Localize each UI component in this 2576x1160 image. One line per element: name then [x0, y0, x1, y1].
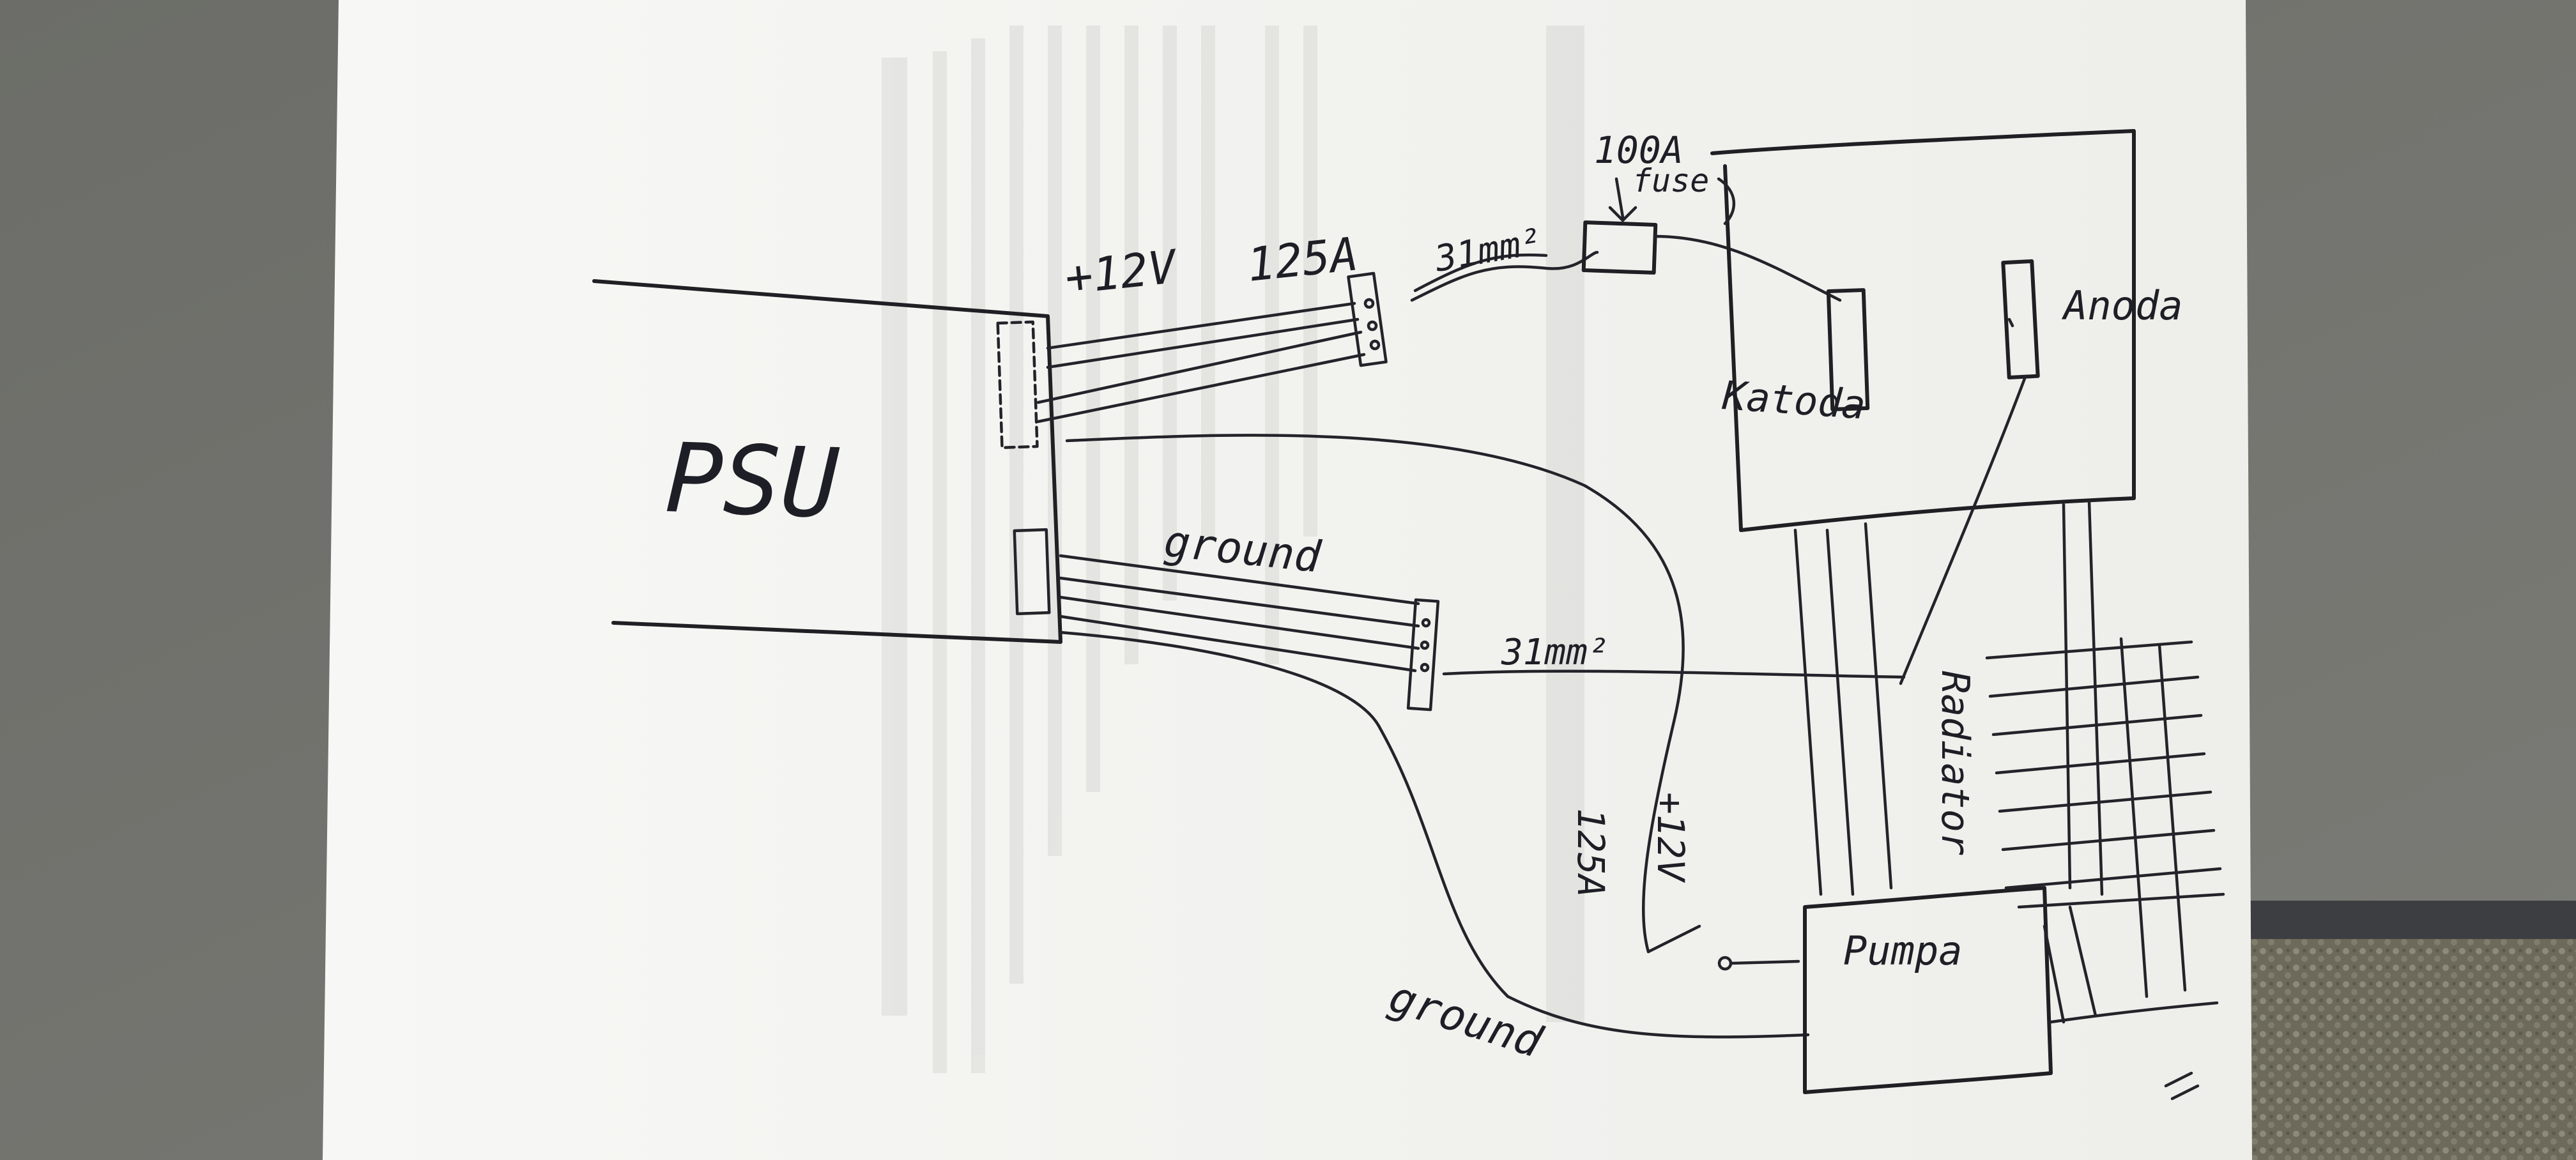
- radiator-label: Radiator: [1933, 671, 1977, 855]
- fuse-block: [1581, 220, 1658, 275]
- anoda-to-ground-wire: [1899, 375, 2027, 685]
- anoda-mark: [2007, 317, 2014, 328]
- fuse-arrow: [1608, 177, 1637, 222]
- coolant-tubes: [1793, 500, 2104, 896]
- fuse-to-katoda-wire: [1653, 234, 1842, 302]
- carpet-corner: [2249, 939, 2576, 1160]
- current-label-side: 125A: [1569, 808, 1613, 897]
- psu-positive-terminal: [996, 320, 1039, 450]
- radiator-grid: [1985, 637, 2225, 1024]
- fuse-label: fuse: [1632, 162, 1709, 199]
- psu-box: [592, 279, 1062, 644]
- fuse-rating-label: 100A: [1594, 128, 1683, 172]
- radiator-frame: [2049, 1001, 2219, 1024]
- positive-busbar: [1347, 271, 1388, 367]
- ground-cable-to-pump: [1059, 630, 1810, 1039]
- pump-box: [1803, 886, 2053, 1094]
- paper-sheet: [323, 0, 2252, 1160]
- busbar-screw: [1420, 662, 1430, 673]
- ground-cable-to-anoda: [1442, 669, 1906, 679]
- paper-corner-mark: [2164, 1071, 2200, 1101]
- positive-cable-to-pump: [1065, 434, 1685, 954]
- psu-label: PSU: [664, 423, 841, 540]
- ground-wire-bundle: [1059, 554, 1420, 673]
- cable-size-label-bottom: 31mm²: [1501, 632, 1609, 673]
- electrolysis-tank: [1710, 129, 2136, 532]
- anoda-label: Anoda: [2061, 282, 2183, 329]
- bleed-through-text: [882, 26, 1584, 1073]
- pump-switch: [1646, 924, 1701, 954]
- anoda-electrode: [2001, 259, 2040, 380]
- ground-busbar: [1406, 598, 1440, 712]
- pumpa-label: Pumpa: [1843, 927, 1963, 974]
- positive-cable-to-fuse: [1410, 250, 1599, 302]
- busbar-screw: [1363, 298, 1375, 309]
- voltage-label-side: +12V: [1649, 792, 1692, 883]
- tank-rim: [1717, 177, 1736, 225]
- voltage-label-top: +12V: [1062, 240, 1181, 305]
- positive-wire-bundle: [1036, 301, 1366, 424]
- psu-ground-terminal: [1013, 528, 1051, 616]
- katoda-label: Katoda: [1721, 372, 1867, 429]
- busbar-screw: [1420, 640, 1430, 650]
- busbar-screw: [1369, 339, 1381, 351]
- busbar-screw: [1367, 320, 1378, 332]
- positive-cable-to-fuse-second: [1413, 253, 1548, 293]
- katoda-electrode: [1826, 288, 1870, 411]
- busbar-screw: [1421, 618, 1431, 628]
- current-label-top: 125A: [1245, 227, 1360, 292]
- switch-to-pump-wire: [1729, 959, 1800, 965]
